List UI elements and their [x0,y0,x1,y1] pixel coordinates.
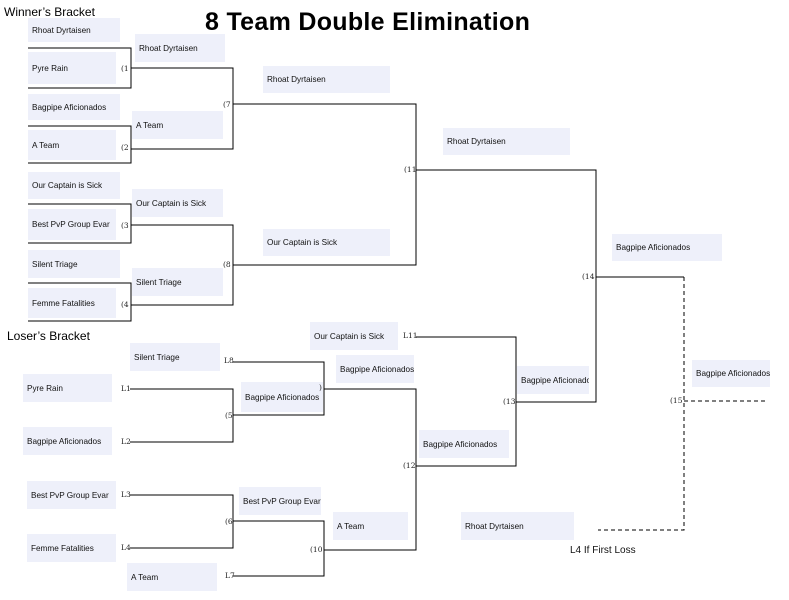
team-slot: Pyre Rain [28,52,116,84]
team-slot: Femme Fatalities [28,288,116,318]
losers-bracket-label: Loser’s Bracket [7,329,90,343]
game-number: (2 [121,143,129,152]
loser-ref: L8 [224,356,234,365]
team-slot: Silent Triage [132,268,223,296]
line-game-15-conditional [598,277,685,531]
team-slot: Bagpipe Aficionados [612,234,722,261]
line-game-12 [324,388,417,551]
game-number: (7 [223,100,231,109]
team-slot: Bagpipe Aficionados [28,94,120,120]
grand-final-footnote: L4 If First Loss [570,545,636,556]
game-number: (1 [121,64,129,73]
team-slot: Femme Fatalities [27,534,116,562]
winners-bracket-label: Winner’s Bracket [4,5,95,19]
team-slot: Bagpipe Aficionados [336,355,414,383]
line-game-4 [28,282,132,322]
team-slot: Our Captain is Sick [132,189,223,217]
team-slot: A Team [132,111,223,139]
loser-ref: L7 [225,571,235,580]
team-slot: Best PvP Group Evar [27,481,116,509]
line-game-2 [28,125,132,164]
team-slot: Rhoat Dyrtaisen [443,128,570,155]
line-game-3 [28,203,132,244]
game-number: (5 [225,411,233,420]
team-slot: Rhoat Dyrtaisen [135,34,225,62]
team-slot: Our Captain is Sick [263,229,390,256]
loser-ref: L11 [403,331,418,340]
line-game-11 [233,103,417,266]
team-slot: Bagpipe Aficionado [517,366,589,394]
loser-ref: L3 [121,490,131,499]
game-number: (11 [404,165,417,174]
team-slot: Best PvP Group Evar [28,209,116,240]
team-slot: A Team [333,512,408,540]
team-slot: Rhoat Dyrtaisen [28,18,120,42]
team-slot: Bagpipe Aficionados [419,430,509,458]
line-game-6 [130,494,234,549]
loser-ref: L4 [121,543,131,552]
team-slot: Best PvP Group Evar [239,487,321,515]
team-slot: Silent Triage [130,343,220,371]
game-number: (8 [223,260,231,269]
line-game-5 [130,388,234,443]
page-title: 8 Team Double Elimination [205,8,531,36]
team-slot: Silent Triage [28,250,120,278]
game-number: (14 [582,272,595,281]
team-slot: Our Captain is Sick [310,322,398,350]
game-number: (6 [225,517,233,526]
team-slot: A Team [127,563,217,591]
game-number: (15 [670,396,683,405]
team-slot: Rhoat Dyrtaisen [263,66,390,93]
champion-slot: Bagpipe Aficionados [692,360,770,387]
team-slot: Pyre Rain [23,374,112,402]
game-number: ) [319,383,322,392]
loser-ref: L1 [121,384,131,393]
game-number: (3 [121,221,129,230]
team-slot: Our Captain is Sick [28,172,120,199]
game-number: (12 [403,461,416,470]
line-game-13 [416,336,517,467]
game-number: (4 [121,300,129,309]
line-game-14-top [416,169,597,403]
team-slot: A Team [28,130,116,160]
line-game-10 [233,520,325,577]
game-number: (10 [310,545,323,554]
loser-ref: L2 [121,437,131,446]
team-slot: Bagpipe Aficionados [241,382,323,412]
line-game-7 [131,67,234,150]
team-slot: Bagpipe Aficionados [23,427,112,455]
team-slot: Rhoat Dyrtaisen [461,512,574,540]
game-number: (13 [503,397,516,406]
